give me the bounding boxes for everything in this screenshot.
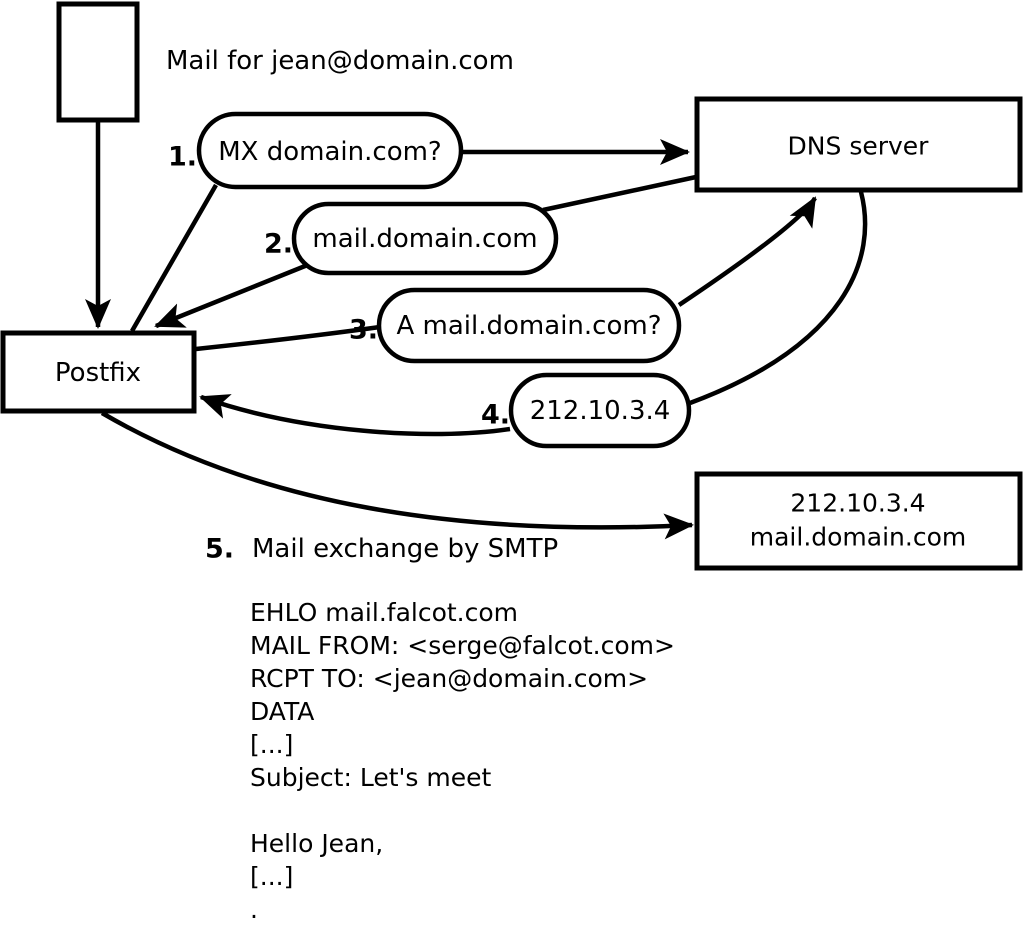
line-dns-to-step4 bbox=[689, 191, 868, 406]
step-4-bubble bbox=[508, 372, 692, 449]
arrow-postfix-to-mailserver bbox=[100, 411, 694, 540]
smtp-line: Subject: Let's meet bbox=[250, 763, 492, 792]
step-5-number: 5. bbox=[205, 534, 234, 565]
dns-server-node bbox=[694, 96, 1023, 193]
mail-message-node bbox=[56, 1, 140, 123]
smtp-line: . bbox=[250, 895, 258, 924]
smtp-line: [...] bbox=[250, 862, 294, 891]
step-5-label: Mail exchange by SMTP bbox=[252, 534, 558, 564]
line-postfix-to-step1 bbox=[130, 183, 218, 333]
mail-server-host-label: mail.domain.com bbox=[750, 523, 966, 552]
postfix-label: Postfix bbox=[55, 358, 141, 388]
smtp-line: Hello Jean, bbox=[250, 829, 384, 858]
line-dns-to-step2 bbox=[542, 174, 697, 213]
smtp-line: RCPT TO: <jean@domain.com> bbox=[250, 664, 649, 693]
step-3-bubble bbox=[376, 287, 682, 364]
arrow-step2-to-postfix bbox=[154, 255, 326, 329]
arrow-step3-to-dns bbox=[677, 196, 817, 307]
smtp-session-transcript: EHLO mail.falcot.com MAIL FROM: <serge@f… bbox=[250, 596, 675, 926]
step-2-label: mail.domain.com bbox=[312, 224, 537, 254]
step-3-number: 3. bbox=[349, 315, 378, 346]
step-2-bubble bbox=[291, 201, 559, 276]
mail-title-label: Mail for jean@domain.com bbox=[166, 46, 514, 76]
step-1-bubble bbox=[196, 111, 464, 190]
postfix-node bbox=[0, 330, 197, 414]
step-3-label: A mail.domain.com? bbox=[397, 311, 662, 341]
mail-server-node bbox=[694, 471, 1023, 571]
line-postfix-to-step3 bbox=[195, 324, 381, 352]
arrow-step4-to-postfix bbox=[199, 394, 511, 437]
step-2-number: 2. bbox=[264, 229, 293, 260]
dns-server-label: DNS server bbox=[788, 132, 930, 161]
step-4-number: 4. bbox=[481, 400, 510, 431]
smtp-line-blank bbox=[250, 794, 675, 827]
step-1-number: 1. bbox=[168, 142, 197, 173]
smtp-line: [...] bbox=[250, 730, 294, 759]
step-1-label: MX domain.com? bbox=[218, 137, 441, 167]
mail-server-ip-label: 212.10.3.4 bbox=[790, 489, 925, 518]
smtp-line: DATA bbox=[250, 697, 315, 726]
step-4-label: 212.10.3.4 bbox=[530, 396, 671, 426]
smtp-line: EHLO mail.falcot.com bbox=[250, 598, 519, 627]
smtp-line: MAIL FROM: <serge@falcot.com> bbox=[250, 631, 675, 660]
